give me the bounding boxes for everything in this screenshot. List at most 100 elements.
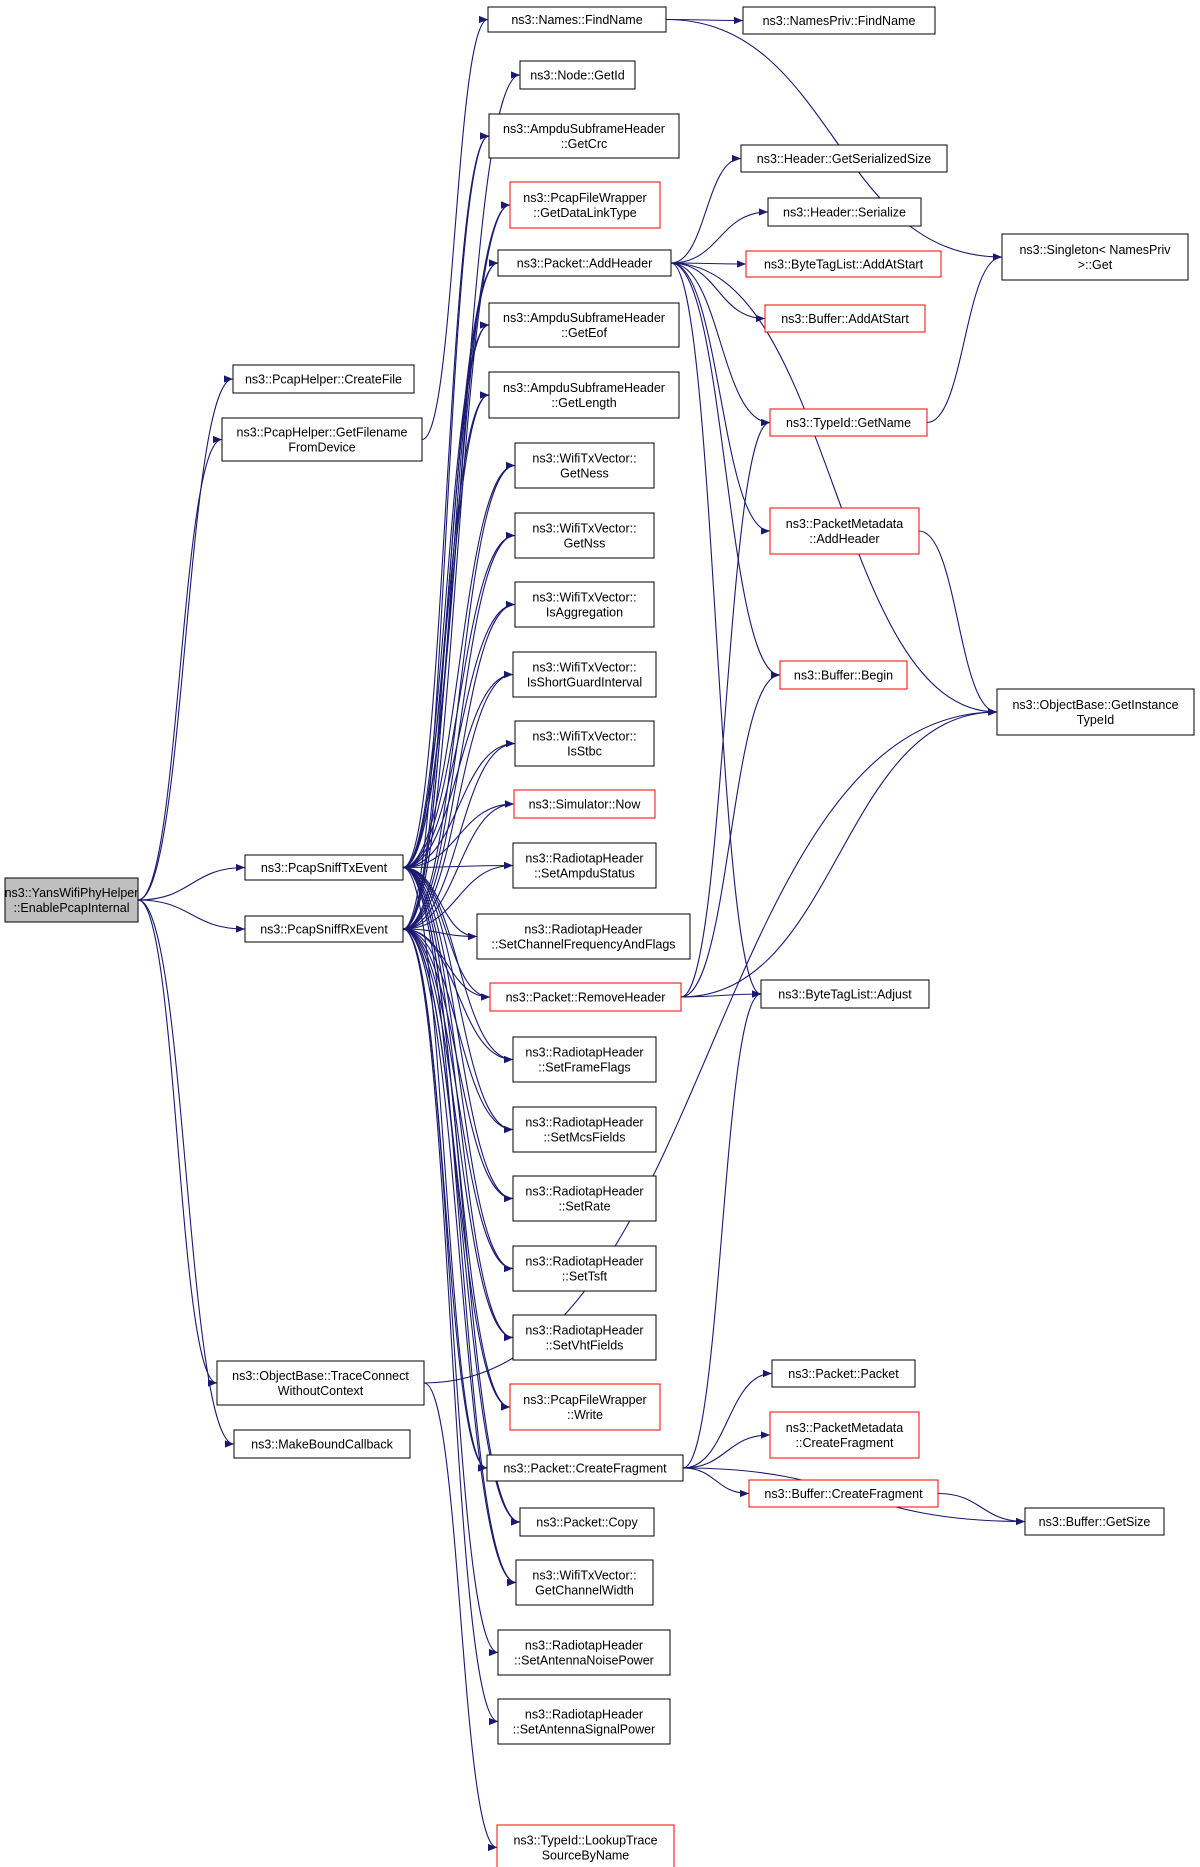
node-label: ns3::Packet::Packet xyxy=(788,1367,899,1381)
node-make-bound-cb[interactable]: ns3::MakeBoundCallback xyxy=(233,1429,411,1459)
node-label: ns3::RadiotapHeader xyxy=(524,923,642,937)
node-typeid-getname[interactable]: ns3::TypeId::GetName xyxy=(769,408,928,437)
node-txv-getcw[interactable]: ns3::WifiTxVector::GetChannelWidth xyxy=(515,1559,654,1606)
node-header-serialize[interactable]: ns3::Header::Serialize xyxy=(767,197,922,227)
node-rt-setvht[interactable]: ns3::RadiotapHeader::SetVhtFields xyxy=(512,1314,657,1361)
node-label: ns3::RadiotapHeader xyxy=(525,1116,643,1130)
node-box xyxy=(514,442,655,489)
node-pcapfw-getdlt[interactable]: ns3::PcapFileWrapper::GetDataLinkType xyxy=(509,181,661,229)
node-ampdu-getcrc[interactable]: ns3::AmpduSubframeHeader::GetCrc xyxy=(488,113,680,159)
node-box xyxy=(244,854,404,881)
node-pm-createfrag[interactable]: ns3::PacketMetadata::CreateFragment xyxy=(769,1411,920,1459)
node-ampdu-geteof[interactable]: ns3::AmpduSubframeHeader::GetEof xyxy=(488,302,680,348)
node-label: ::GetLength xyxy=(551,396,616,410)
node-label: ns3::Buffer::GetSize xyxy=(1039,1515,1151,1529)
node-pcapfw-write[interactable]: ns3::PcapFileWrapper::Write xyxy=(509,1383,661,1431)
node-box xyxy=(487,6,667,33)
node-label: ::SetAntennaSignalPower xyxy=(513,1723,655,1737)
node-label: ::AddHeader xyxy=(809,532,879,546)
node-btl-adjust[interactable]: ns3::ByteTagList::Adjust xyxy=(760,979,930,1009)
edge-root-to-pcap-create-file xyxy=(137,375,234,901)
node-box xyxy=(497,1629,671,1676)
node-box xyxy=(4,877,139,923)
node-box xyxy=(512,1106,657,1153)
node-btl-addatstart[interactable]: ns3::ByteTagList::AddAtStart xyxy=(745,250,942,278)
node-rt-settsft[interactable]: ns3::RadiotapHeader::SetTsft xyxy=(512,1245,657,1292)
node-rt-antnoise[interactable]: ns3::RadiotapHeader::SetAntennaNoisePowe… xyxy=(497,1629,671,1676)
node-rt-setampdu[interactable]: ns3::RadiotapHeader::SetAmpduStatus xyxy=(512,842,657,889)
node-box xyxy=(486,1454,684,1482)
node-label: ns3::Packet::CreateFragment xyxy=(503,1462,667,1476)
node-pm-addheader[interactable]: ns3::PacketMetadata::AddHeader xyxy=(769,507,920,555)
edge-sniff-rx-to-rt-setvht xyxy=(402,928,514,1342)
node-packet-createfrag[interactable]: ns3::Packet::CreateFragment xyxy=(486,1454,684,1482)
node-box xyxy=(514,720,655,767)
node-label: ::SetMcsFields xyxy=(544,1131,626,1145)
node-box xyxy=(512,651,657,698)
node-txv-isagg[interactable]: ns3::WifiTxVector::IsAggregation xyxy=(514,581,655,628)
node-sniff-rx[interactable]: ns3::PcapSniffRxEvent xyxy=(244,915,404,943)
node-header-getsersize[interactable]: ns3::Header::GetSerializedSize xyxy=(740,144,948,173)
node-rt-setchan[interactable]: ns3::RadiotapHeader::SetChannelFrequency… xyxy=(476,913,691,960)
node-box xyxy=(996,688,1195,736)
node-label: ::SetChannelFrequencyAndFlags xyxy=(491,938,675,952)
node-label: IsAggregation xyxy=(546,606,623,620)
node-sim-now[interactable]: ns3::Simulator::Now xyxy=(513,789,656,819)
node-packet-copy[interactable]: ns3::Packet::Copy xyxy=(519,1507,655,1537)
node-label: ns3::Names::FindName xyxy=(511,13,642,27)
node-ampdu-getlength[interactable]: ns3::AmpduSubframeHeader::GetLength xyxy=(488,371,680,419)
node-label: ns3::WifiTxVector:: xyxy=(532,591,636,605)
node-packet-removeheader[interactable]: ns3::Packet::RemoveHeader xyxy=(489,982,682,1012)
node-txv-isstbc[interactable]: ns3::WifiTxVector::IsStbc xyxy=(514,720,655,767)
edge-sniff-rx-to-ampdu-getcrc xyxy=(402,132,490,930)
edge-sniff-rx-to-rt-setchan xyxy=(402,928,478,941)
edge-sniff-rx-to-rt-setrate xyxy=(402,928,514,1203)
node-buffer-getsize[interactable]: ns3::Buffer::GetSize xyxy=(1024,1507,1165,1536)
node-label: WithoutContext xyxy=(278,1384,364,1398)
edge-root-to-trace-connect xyxy=(137,899,218,1387)
node-label: ns3::PcapFileWrapper xyxy=(523,191,646,205)
edge-root-to-pcap-get-filename xyxy=(137,435,223,901)
node-txv-getnss[interactable]: ns3::WifiTxVector::GetNss xyxy=(514,512,655,559)
edge-packet-addheader-to-btl-adjust xyxy=(670,262,762,998)
node-rt-antsignal[interactable]: ns3::RadiotapHeader::SetAntennaSignalPow… xyxy=(497,1698,671,1745)
node-buffer-createfrag[interactable]: ns3::Buffer::CreateFragment xyxy=(748,1479,939,1508)
node-trace-connect[interactable]: ns3::ObjectBase::TraceConnectWithoutCont… xyxy=(216,1360,425,1406)
node-box xyxy=(760,979,930,1009)
node-names-findname[interactable]: ns3::Names::FindName xyxy=(487,6,667,33)
node-rt-setrate[interactable]: ns3::RadiotapHeader::SetRate xyxy=(512,1175,657,1222)
node-label: ns3::ByteTagList::AddAtStart xyxy=(764,258,924,272)
node-rt-setmcs[interactable]: ns3::RadiotapHeader::SetMcsFields xyxy=(512,1106,657,1153)
node-rt-setframeflags[interactable]: ns3::RadiotapHeader::SetFrameFlags xyxy=(512,1036,657,1083)
node-label: ns3::PcapSniffRxEvent xyxy=(260,923,388,937)
node-box xyxy=(512,1175,657,1222)
node-namespriv-findname[interactable]: ns3::NamesPriv::FindName xyxy=(742,6,936,35)
node-label: ns3::Header::GetSerializedSize xyxy=(757,152,931,166)
edge-sniff-rx-to-rt-settsft xyxy=(402,928,514,1273)
node-box xyxy=(779,660,908,690)
node-label: ns3::Header::Serialize xyxy=(783,206,906,220)
node-pcap-create-file[interactable]: ns3::PcapHelper::CreateFile xyxy=(232,364,415,394)
node-label: ns3::Packet::AddHeader xyxy=(517,257,653,271)
edge-packet-addheader-to-header-getsersize xyxy=(670,154,742,264)
node-packet-packet[interactable]: ns3::Packet::Packet xyxy=(771,1359,916,1388)
node-packet-addheader[interactable]: ns3::Packet::AddHeader xyxy=(497,249,672,277)
node-label: ns3::MakeBoundCallback xyxy=(251,1438,393,1452)
node-txv-getness[interactable]: ns3::WifiTxVector::GetNess xyxy=(514,442,655,489)
node-txv-issgi[interactable]: ns3::WifiTxVector::IsShortGuardInterval xyxy=(512,651,657,698)
node-box xyxy=(488,371,680,419)
node-box xyxy=(514,512,655,559)
node-node-getid[interactable]: ns3::Node::GetId xyxy=(519,60,636,90)
node-sniff-tx[interactable]: ns3::PcapSniffTxEvent xyxy=(244,854,404,881)
edge-packet-createfrag-to-buffer-createfrag xyxy=(682,1467,750,1498)
node-box xyxy=(512,1314,657,1361)
node-buffer-begin[interactable]: ns3::Buffer::Begin xyxy=(779,660,908,690)
node-label: ns3::YansWifiPhyHelper xyxy=(5,886,139,900)
node-buffer-addatstart[interactable]: ns3::Buffer::AddAtStart xyxy=(764,304,926,333)
node-label: ::GetCrc xyxy=(561,137,608,151)
node-singleton-get[interactable]: ns3::Singleton< NamesPriv>::Get xyxy=(1001,233,1189,281)
node-label: TypeId xyxy=(1077,713,1115,727)
